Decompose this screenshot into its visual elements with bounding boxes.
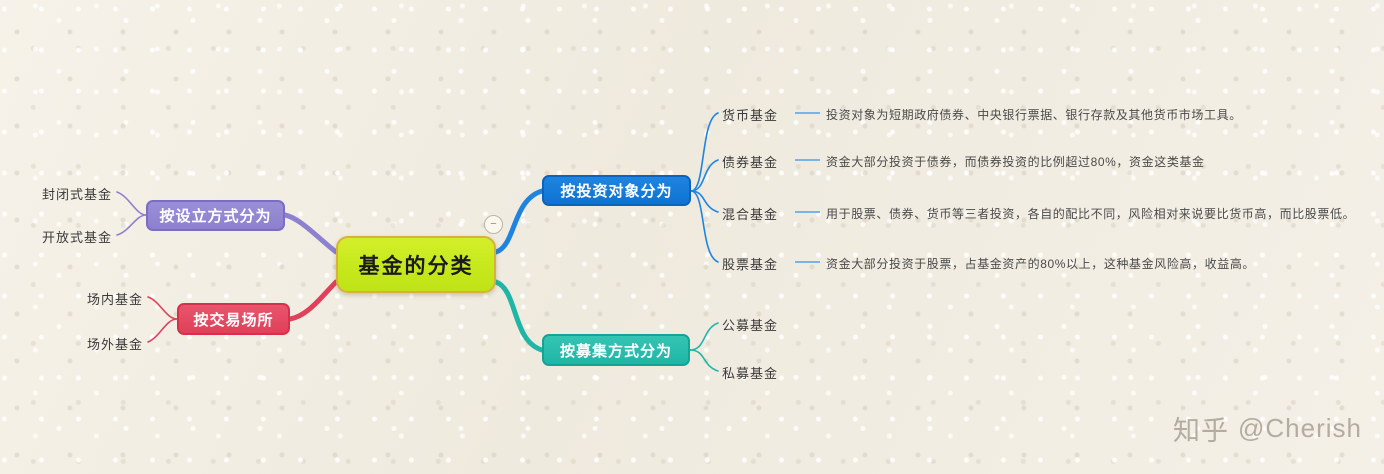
leaf-investment-object-2[interactable]: 混合基金 [722,204,778,223]
connector-establishment-leaf-0 [116,191,147,216]
branch-label-venue: 按交易场所 [193,311,274,329]
connector-establishment-leaf-1 [116,214,147,236]
watermark-handle: @Cherish [1238,413,1362,443]
leaf-desc-investment-object-3: 资金大部分投资于股票，占基金资产的80%以上，这种基金风险高，收益高。 [826,255,1255,272]
watermark: 知乎 @Cherish [1173,409,1362,448]
connector-raising-method-leaf-0 [689,322,719,351]
leaf-label: 混合基金 [722,207,779,222]
leaf-label: 场外基金 [86,337,143,352]
leaf-raising-method-0[interactable]: 公募基金 [722,315,778,334]
connector-venue-leaf-0 [147,296,178,320]
leaf-label: 场内基金 [86,292,143,307]
leaf-venue-0[interactable]: 场内基金 [61,289,143,308]
watermark-site: 知乎 [1173,416,1230,446]
leaf-establishment-0[interactable]: 封闭式基金 [30,184,112,203]
branch-label-establishment: 按设立方式分为 [159,208,272,225]
branch-node-establishment[interactable]: 按设立方式分为 [146,200,285,231]
collapse-toggle-button[interactable]: − [484,215,503,234]
leaf-label: 公募基金 [722,318,779,333]
connector-investment-object-leaf-1 [690,159,719,192]
branch-node-venue[interactable]: 按交易场所 [177,303,290,335]
leaf-investment-object-3[interactable]: 股票基金 [722,254,778,273]
leaf-desc-text: 资金大部分投资于债券，而债券投资的比例超过80%，资金这类基金 [826,155,1205,169]
branch-node-raising-method[interactable]: 按募集方式分为 [542,334,690,366]
leaf-label: 股票基金 [722,257,779,272]
connector-root-investment-object [493,188,545,255]
branch-label-investment-object: 按投资对象分为 [560,183,673,200]
connector-root-establishment [282,212,339,255]
connector-raising-method-leaf-1 [689,349,719,372]
connector-root-venue [287,279,339,322]
connector-investment-object-leaf-0 [690,112,719,192]
leaf-desc-text: 投资对象为短期政府债券、中央银行票据、银行存款及其他货币市场工具。 [826,108,1242,122]
leaf-raising-method-1[interactable]: 私募基金 [722,363,778,382]
leaf-investment-object-1[interactable]: 债券基金 [722,152,778,171]
connector-investment-object-leaf-3 [690,190,719,263]
leaf-label: 封闭式基金 [41,187,112,202]
leaf-label: 债券基金 [722,155,779,170]
leaf-desc-text: 资金大部分投资于股票，占基金资产的80%以上，这种基金风险高，收益高。 [826,257,1256,271]
branch-node-investment-object[interactable]: 按投资对象分为 [542,175,691,206]
leaf-desc-investment-object-1: 资金大部分投资于债券，而债券投资的比例超过80%，资金这类基金 [826,153,1205,170]
branch-label-raising-method: 按募集方式分为 [559,342,672,360]
leaf-desc-investment-object-0: 投资对象为短期政府债券、中央银行票据、银行存款及其他货币市场工具。 [826,106,1242,123]
connector-venue-leaf-1 [147,318,178,343]
collapse-toggle-glyph: − [490,218,497,230]
leaf-desc-investment-object-2: 用于股票、债券、货币等三者投资，各自的配比不同，风险相对来说要比货币高，而比股票… [826,205,1355,222]
leaf-investment-object-0[interactable]: 货币基金 [722,105,778,124]
leaf-desc-text: 用于股票、债券、货币等三者投资，各自的配比不同，风险相对来说要比货币高，而比股票… [826,207,1356,221]
leaf-venue-1[interactable]: 场外基金 [61,334,143,353]
leaf-establishment-1[interactable]: 开放式基金 [30,227,112,246]
root-node-label: 基金的分类 [358,254,474,278]
root-node[interactable]: 基金的分类 [336,236,496,293]
leaf-label: 私募基金 [722,366,779,381]
leaf-label: 开放式基金 [41,230,112,245]
connector-root-raising-method [493,279,545,353]
leaf-label: 货币基金 [722,108,779,123]
